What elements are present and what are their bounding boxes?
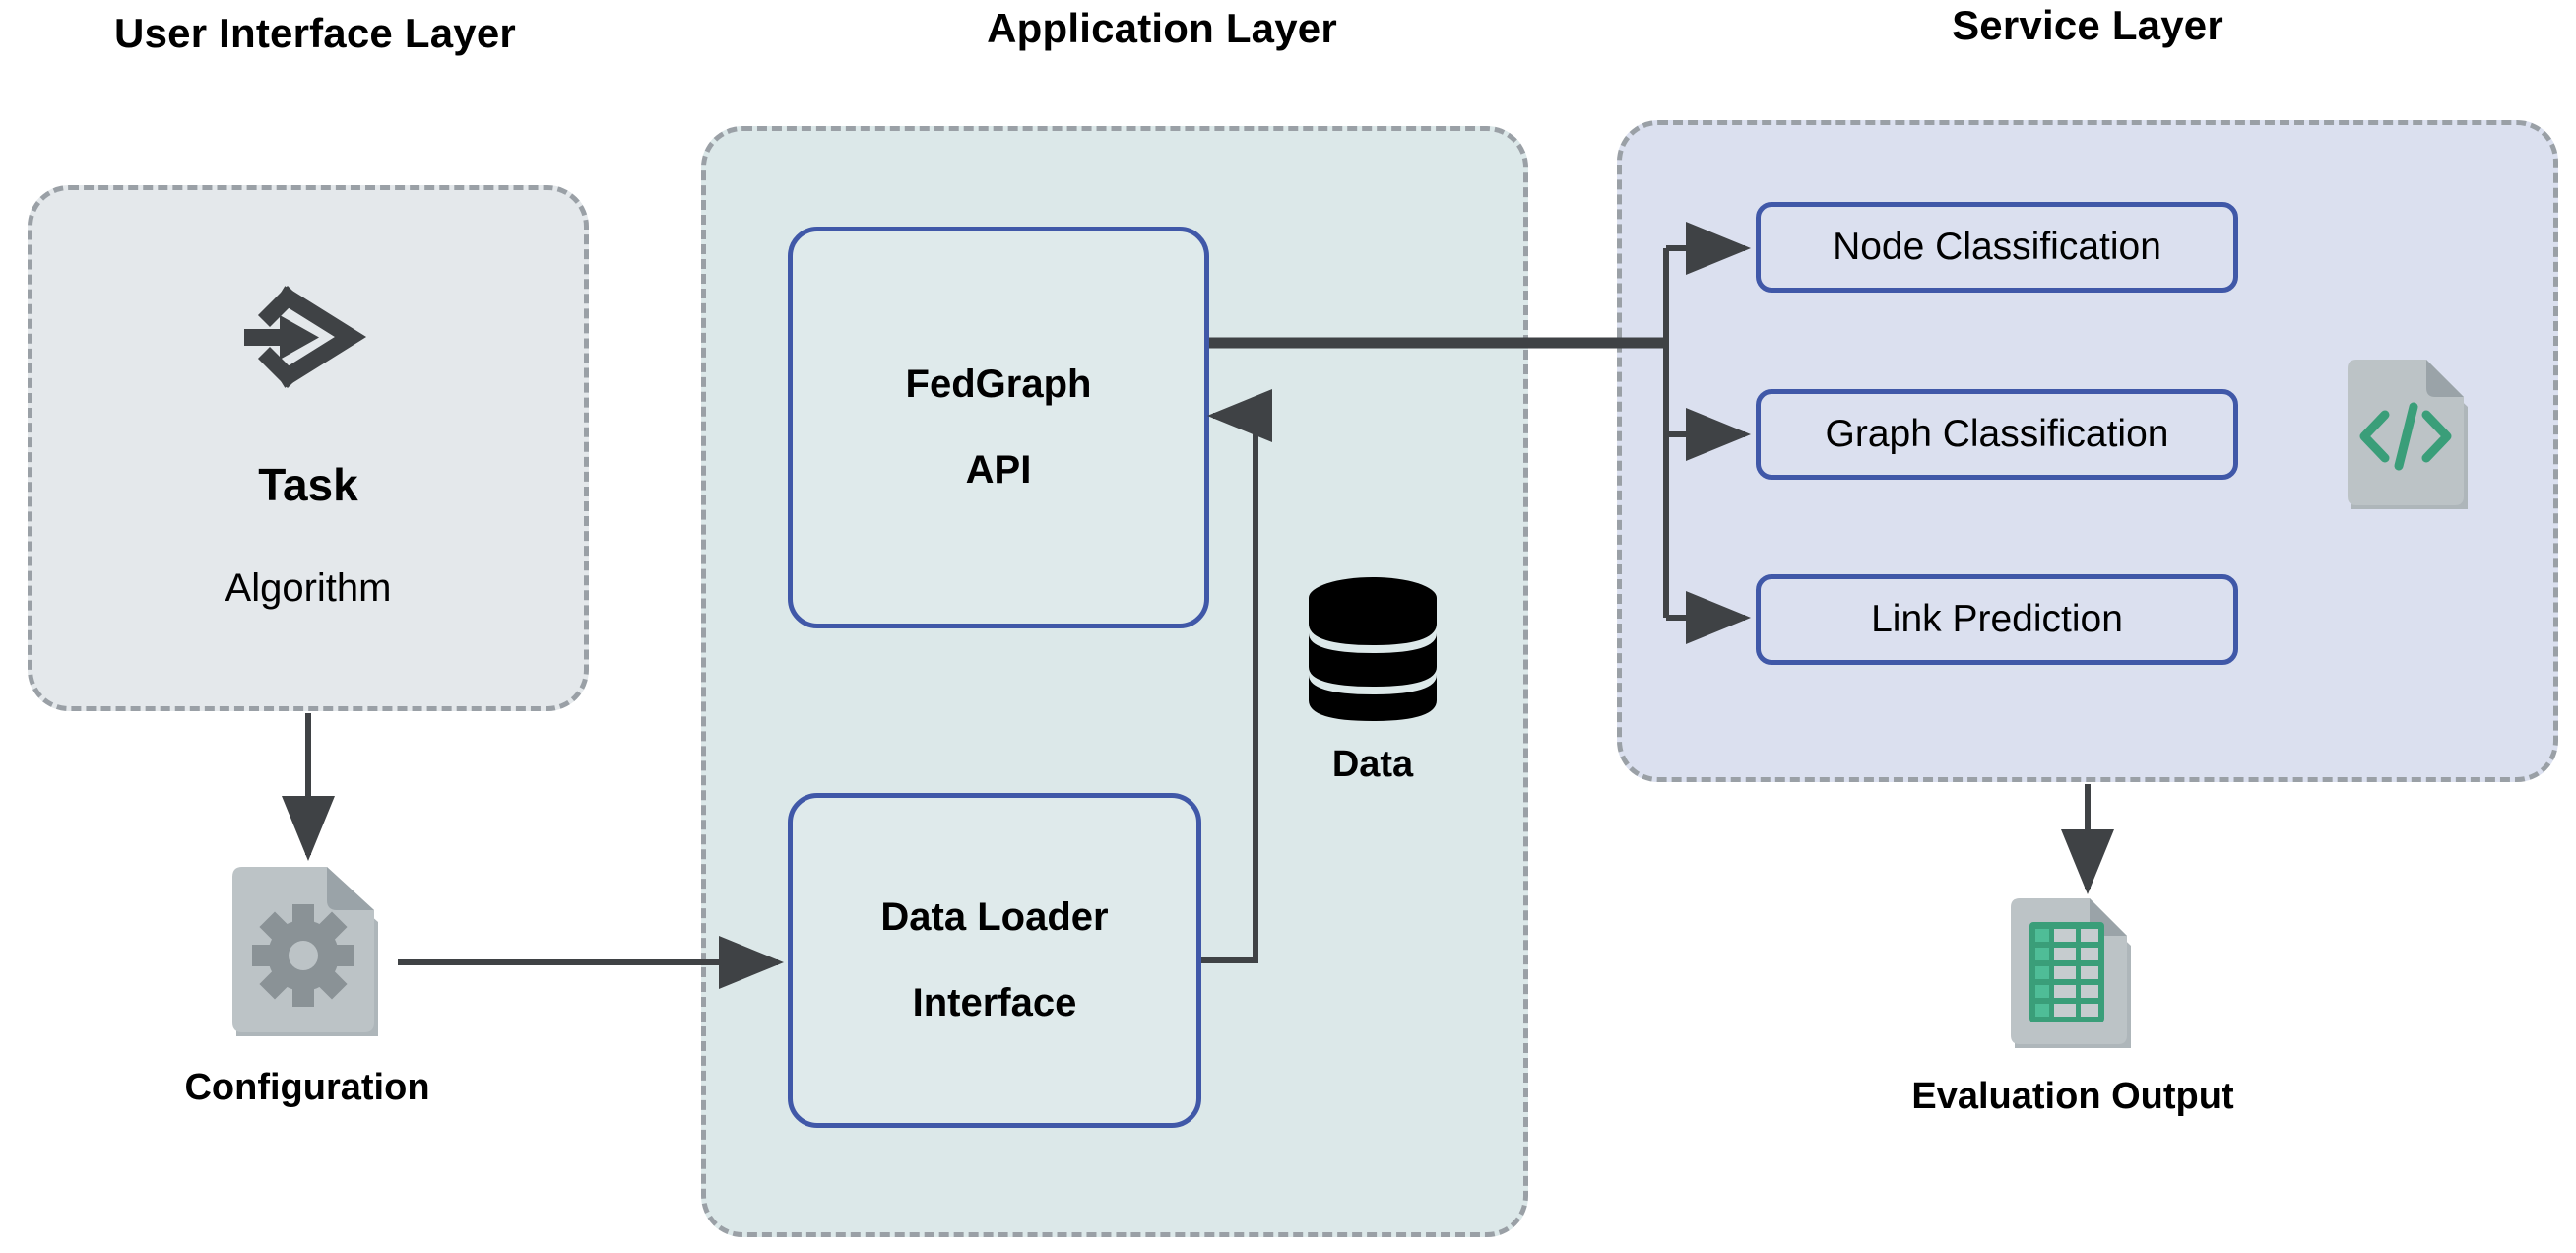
ui-layer-title: User Interface Layer	[114, 10, 516, 56]
graph-classification-label: Graph Classification	[1825, 413, 2169, 455]
data-loader-line1: Data Loader	[880, 895, 1109, 939]
link-prediction-label: Link Prediction	[1871, 598, 2123, 640]
app-layer-title: Application Layer	[987, 5, 1337, 51]
data-loader-line2: Interface	[912, 981, 1077, 1024]
graph-classification-box[interactable]: Graph Classification	[1756, 389, 2238, 480]
fedgraph-api-line2: API	[965, 448, 1032, 492]
task-enter-arrow-icon	[244, 268, 382, 406]
config-document-gear-icon	[232, 867, 382, 1036]
fedgraph-api-box[interactable]: FedGraph API	[788, 227, 1209, 628]
node-classification-box[interactable]: Node Classification	[1756, 202, 2238, 293]
evaluation-output-label: Evaluation Output	[1911, 1076, 2234, 1117]
service-layer-title: Service Layer	[1952, 2, 2223, 48]
task-card-subtitle: Algorithm	[225, 566, 392, 610]
code-document-icon	[2348, 360, 2472, 509]
link-prediction-box[interactable]: Link Prediction	[1756, 574, 2238, 665]
configuration-label: Configuration	[184, 1067, 430, 1108]
data-store-label: Data	[1331, 744, 1414, 785]
database-cylinder-icon	[1307, 576, 1439, 722]
node-classification-label: Node Classification	[1833, 226, 2161, 268]
spreadsheet-document-icon	[2011, 898, 2135, 1048]
task-card-title: Task	[258, 459, 358, 510]
ui-layer-panel	[28, 185, 589, 711]
fedgraph-api-line1: FedGraph	[905, 363, 1092, 406]
data-loader-interface-box[interactable]: Data Loader Interface	[788, 793, 1201, 1128]
